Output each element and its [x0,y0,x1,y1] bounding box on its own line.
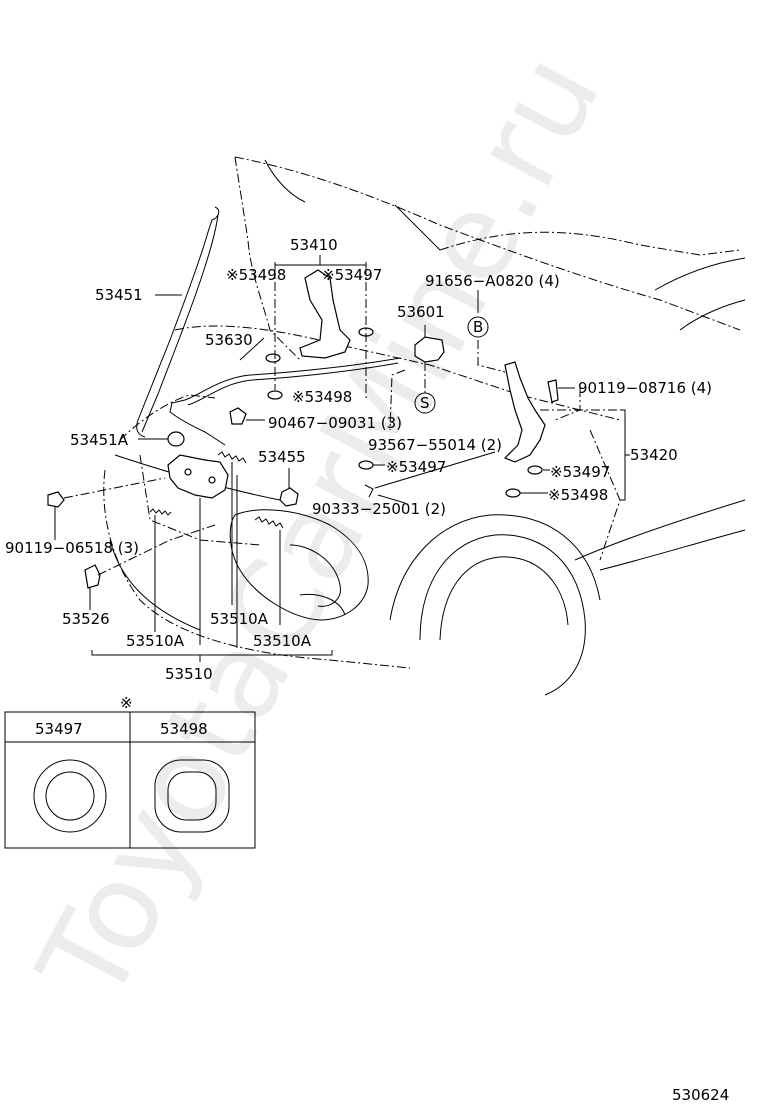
grille-edge [139,454,261,546]
hood-crease [264,159,306,203]
washer-53498-inner-icon [167,771,217,821]
wheel-arch [389,514,601,621]
label-91656: 91656−A0820 (4) [425,272,560,290]
spring-3 [254,516,284,529]
hood-rear-edge [439,231,741,256]
label-53410: 53410 [290,236,338,254]
headlight [229,509,369,621]
lock-bolt-hole-1 [184,468,192,476]
legend-col-53497: 53497 [35,720,83,738]
leader-53420 [554,388,581,421]
hood-crease-2 [394,204,441,251]
a-pillar [679,299,746,331]
bracket-53420 [620,409,630,501]
label-53420: 53420 [630,446,678,464]
bracket-53510 [91,650,333,662]
washer-53497-c [527,465,543,475]
washer-53497-b [358,460,374,470]
label-53451: 53451 [95,286,143,304]
spring-2 [149,508,172,516]
label-53497-b: ※53497 [386,458,446,476]
bracket-53526 [84,564,101,589]
car-body-outline [103,156,746,696]
label-90333: 90333−25001 (2) [312,500,446,518]
bumper-lower [109,539,201,631]
label-53510a-3: 53510A [253,632,312,650]
label-53497-c: ※53497 [550,463,610,481]
leader-90119-06518 [63,477,166,499]
wheel-tire-outer [419,534,586,696]
hood-hinge-right [503,361,546,463]
hood-edge [234,156,301,361]
label-53497-a: ※53497 [322,266,382,284]
label-90467: 90467−09031 (3) [268,414,402,432]
hood-cushion [279,487,299,507]
leader-s [389,362,426,431]
label-90119-08716: 90119−08716 (4) [578,379,712,397]
clip-90467 [229,407,247,425]
release-cable-2 [187,362,399,406]
body-front-upper [119,394,216,441]
label-53526: 53526 [62,610,110,628]
label-b-marker: B [473,318,483,336]
leader-53630 [239,337,265,361]
bolt-90119-06518 [47,491,65,508]
label-53498-c: ※53498 [548,486,608,504]
label-53510a-1: 53510A [126,632,185,650]
parts [47,206,559,589]
rod-holder-53451a [167,431,185,447]
washer-53498-outer-icon [154,759,230,833]
windshield [654,257,746,291]
lock-bolt-hole-2 [208,476,216,484]
release-cable [169,357,401,446]
hood-outline [234,156,741,331]
washer-legend-table: ※ 53497 53498 [4,694,256,849]
legend-col-53498: 53498 [160,720,208,738]
hood-hinge-left [299,269,351,359]
callout-labels: 53410 ※53498 ※53497 91656−A0820 (4) 5345… [5,236,712,683]
label-53601: 53601 [397,303,445,321]
label-93567: 93567−55014 (2) [368,436,502,454]
leader-b [477,340,506,373]
lock-striker-53601 [414,336,445,363]
watermark-text: ToyotaCarMine.ru [12,33,627,1025]
label-53498-a: ※53498 [226,266,286,284]
diagram-code: 530624 [672,1086,729,1104]
door-line [574,499,746,561]
bolt-90119-08716 [547,379,559,403]
spring-1 [217,451,247,464]
washer-53498-a [265,353,281,363]
label-53455: 53455 [258,448,306,466]
label-53630: 53630 [205,331,253,349]
label-90119-06518: 90119−06518 (3) [5,539,139,557]
hood-lock [167,454,229,499]
washer-53497-outer-icon [33,759,107,833]
marker-b-circle [467,316,489,338]
leader-90333 [377,494,406,504]
label-s-marker: S [420,394,430,412]
fog-lamp [299,593,346,616]
pin-90333 [364,484,374,498]
washer-53498-c [505,488,521,498]
leader-lines [54,255,630,662]
hood-support-rod-2 [141,214,219,433]
watermark: ToyotaCarMine.ru [12,33,627,1025]
legend-mark: ※ [120,694,133,712]
bracket-53410 [274,255,367,266]
hood-support-rod [136,206,220,438]
label-53510a-2: 53510A [210,610,269,628]
headlight-inner [289,544,341,607]
leader-93567 [374,451,496,489]
label-53510: 53510 [165,665,213,683]
washer-53498-b [267,390,283,400]
washer-53497-inner-icon [45,771,95,821]
label-53451a: 53451A [70,431,129,449]
label-53498-b: ※53498 [292,388,352,406]
door-line-2 [599,529,746,571]
wheel-tire-inner [439,556,569,641]
leader-53526 [97,524,216,576]
marker-s-circle [414,392,436,414]
